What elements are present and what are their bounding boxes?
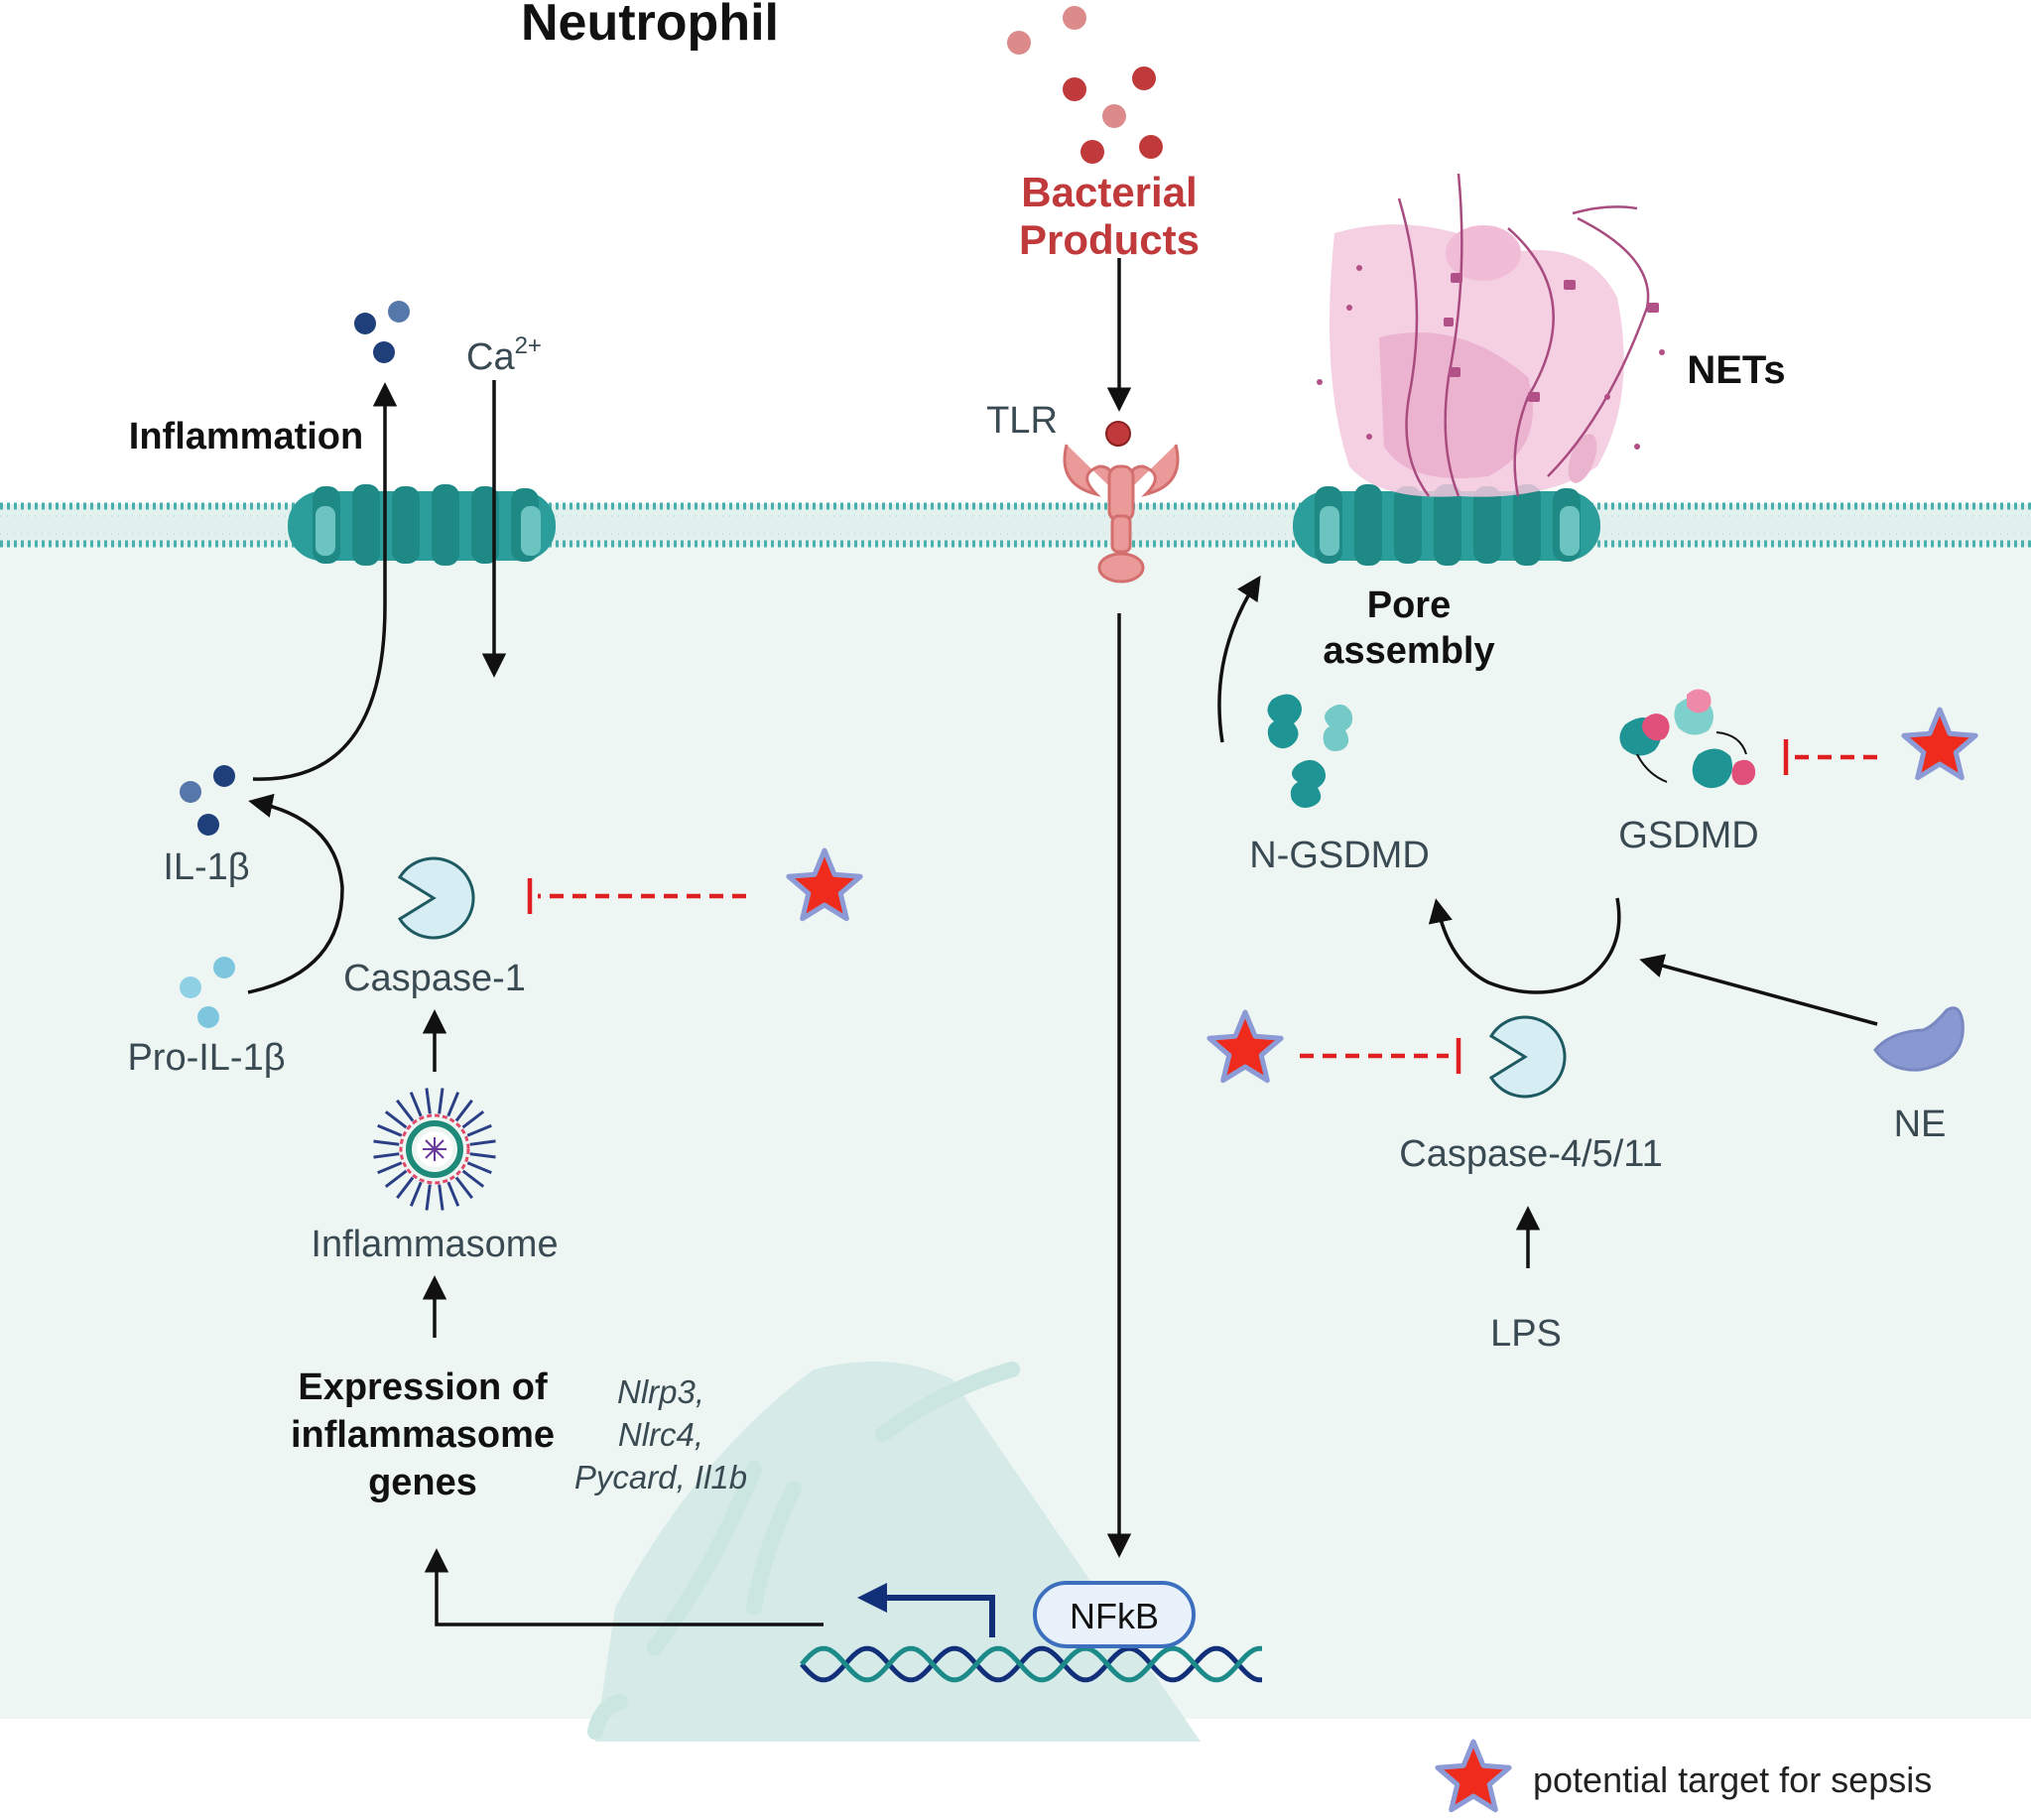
nfkb-label: NFkB — [1070, 1596, 1159, 1636]
star-icon-gsdmd — [1901, 707, 1978, 781]
nfkb-box — [1033, 1581, 1196, 1648]
ne-enzyme — [1873, 1006, 1965, 1072]
star-icon-caspase1 — [786, 847, 863, 922]
inflammasome-spike — [373, 1139, 400, 1146]
star-icon-legend — [1435, 1739, 1512, 1813]
expression-label-3: genes — [368, 1462, 477, 1503]
il1b-cluster — [180, 765, 235, 836]
inflammasome-spike — [446, 1092, 460, 1117]
pore-assembly-label: Pore — [1367, 585, 1451, 626]
ne-label: NE — [1894, 1104, 1947, 1145]
inflammasome-spike — [438, 1184, 444, 1211]
tlr-label: TLR — [986, 400, 1058, 442]
inflammasome-spike — [396, 1099, 415, 1122]
calcium-base: Ca — [466, 336, 515, 378]
caspase1-enzyme — [397, 856, 475, 940]
il1b-label: IL-1β — [163, 846, 249, 888]
caspase-4-5-11-label: Caspase-4/5/11 — [1399, 1133, 1662, 1175]
genes-label-2: Nlrc4, — [618, 1416, 703, 1453]
inflammasome-spike — [454, 1176, 473, 1200]
diagram-title: Neutrophil — [521, 0, 779, 52]
nucleus — [595, 1362, 1201, 1742]
inflammasome-complex — [373, 1088, 496, 1211]
calcium-label: Ca2+ — [466, 332, 542, 378]
gsdmd-pore — [1293, 484, 1600, 566]
caspase1-label: Caspase-1 — [343, 958, 526, 999]
legend-label: potential target for sepsis — [1533, 1759, 1932, 1800]
calcium-charge: 2+ — [515, 332, 542, 359]
expression-label-2: inflammasome — [291, 1414, 555, 1456]
gsdmd-label: GSDMD — [1618, 815, 1758, 856]
inflammasome-spike — [454, 1099, 473, 1122]
transcription-start-arrow — [857, 1583, 995, 1637]
star-icon-caspase4 — [1206, 1009, 1284, 1084]
inflammasome-spike — [384, 1110, 408, 1129]
n-gsdmd-label: N-GSDMD — [1249, 835, 1430, 876]
inflammasome-spike — [409, 1181, 423, 1207]
inflammation-label: Inflammation — [129, 416, 363, 457]
gsdmd-protein — [1619, 689, 1756, 789]
dna-helix — [800, 1645, 1262, 1683]
pore-assembly-label-2: assembly — [1323, 630, 1494, 672]
inflammasome-spike — [461, 1110, 485, 1129]
inflammasome-spike — [446, 1181, 460, 1207]
nuclear-envelope — [587, 1362, 1020, 1740]
inflammasome-spike — [425, 1088, 432, 1114]
inflammasome-spike — [469, 1152, 496, 1159]
lps-label: LPS — [1490, 1313, 1562, 1355]
genes-label-1: Nlrp3, — [617, 1373, 704, 1410]
membrane-channel-left — [288, 484, 556, 566]
inflammasome-spike — [396, 1176, 415, 1200]
inflammasome-spike — [469, 1139, 496, 1146]
sepsis-target-stars — [786, 707, 1978, 1813]
inflammasome-spike — [466, 1161, 492, 1175]
nets-web — [1317, 173, 1665, 497]
inflammasome-spike — [377, 1161, 403, 1175]
genes-label-3: Pycard, Il1b — [574, 1459, 747, 1495]
inflammasome-spike — [461, 1169, 485, 1188]
pro-il1b-cluster — [180, 957, 235, 1028]
inflammasome-spike — [438, 1088, 444, 1114]
pro-il1b-label: Pro-IL-1β — [127, 1037, 285, 1079]
tlr-receptor — [1063, 421, 1180, 584]
caspase-4-5-11-enzyme — [1488, 1015, 1567, 1099]
n-gsdmd-fragments — [1267, 694, 1353, 808]
pathway-arrows — [247, 258, 1878, 1626]
inflammasome-spike — [384, 1169, 408, 1188]
inflammasome-label: Inflammasome — [311, 1224, 558, 1265]
inhibitor-lines — [527, 739, 1877, 1074]
inflammasome-spike — [377, 1123, 403, 1137]
bacterial-product-particles — [1007, 6, 1163, 164]
inflammasome-spike — [373, 1152, 400, 1159]
inflammasome-spike — [425, 1184, 432, 1211]
inflammasome-spike — [466, 1123, 492, 1137]
bacterial-products-label: Bacterial — [1021, 169, 1197, 215]
expression-label-1: Expression of — [298, 1366, 548, 1408]
nets-label: NETs — [1687, 348, 1785, 392]
inflammasome-spike — [409, 1092, 423, 1117]
bacterial-products-label-2: Products — [1019, 216, 1200, 263]
secreted-il1b — [354, 301, 410, 363]
